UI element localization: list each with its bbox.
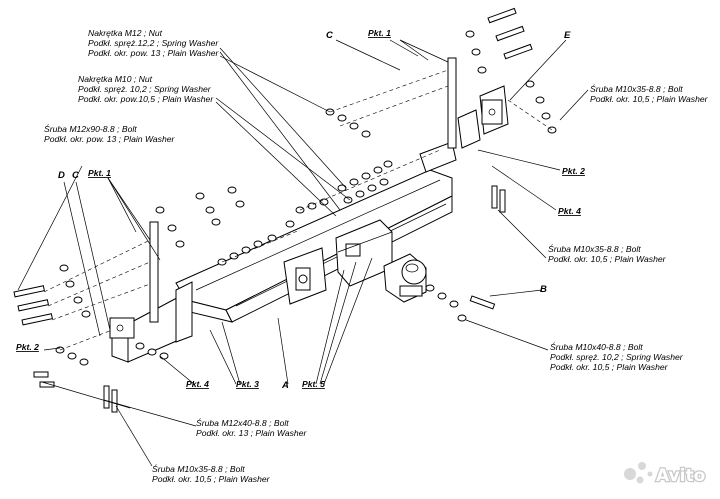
callout-bolt-m10x35-right-line-2: Podkł. okr. 10,5 ; Plain Washer [548, 254, 667, 264]
callout-bolt-m12x40-line-2: Podkł. okr. 13 ; Plain Washer [196, 428, 307, 438]
socket-plate [283, 247, 327, 305]
fasteners-lower-right [217, 220, 496, 322]
callout-nut-m12-line-2: Podkł. spręż.12,2 ; Spring Washer [88, 38, 219, 48]
callout-nut-m12: Nakrętka M12 ; Nut Podkł. spręż.12,2 ; S… [88, 28, 220, 58]
letter-e: E [564, 30, 571, 41]
callout-nut-m10: Nakrętka M10 ; Nut Podkł. spręż. 10,2 ; … [78, 74, 214, 104]
callout-nut-m10-line-2: Podkł. spręż. 10,2 ; Spring Washer [78, 84, 212, 94]
callout-bolt-m12x90-line-2: Podkł. okr. pow. 13 ; Plain Washer [44, 134, 176, 144]
pkt-4-right-label: Pkt. 4 [558, 206, 581, 216]
callout-nut-m12-line-3: Podkł. okr. pow. 13 ; Plain Washer [88, 48, 220, 58]
callout-bolt-m10x40-line-2: Podkł. spręż. 10,2 ; Spring Washer [550, 352, 684, 362]
callout-bolt-m10x35-bottom: Śruba M10x35-8.8 ; Bolt Podkł. okr. 10,5… [152, 463, 271, 484]
point-labels: Pkt. 1 Pkt. 1 Pkt. 2 Pkt. 2 Pkt. 3 Pkt. … [16, 28, 585, 389]
pkt-3-label: Pkt. 3 [236, 379, 259, 389]
callout-nut-m12-line-1: Nakrętka M12 ; Nut [88, 28, 163, 38]
callout-bolt-m10x40-line-3: Podkł. okr. 10,5 ; Plain Washer [550, 362, 669, 372]
right-side-arm [419, 57, 509, 173]
fasteners-upper-row [295, 149, 441, 214]
leader-lines [17, 39, 589, 467]
callout-bolt-m12x90-line-1: Śruba M12x90-8.8 ; Bolt [44, 123, 137, 134]
avito-watermark-text: Avito [656, 466, 705, 486]
avito-watermark: Avito [624, 462, 707, 487]
callout-bolt-m10x35-right-line-1: Śruba M10x35-8.8 ; Bolt [548, 243, 641, 254]
fasteners-left-column [13, 186, 245, 326]
center-block [335, 219, 393, 287]
pkt-1-left-label: Pkt. 1 [88, 168, 111, 178]
tow-ball [383, 253, 427, 303]
letter-d: D [58, 170, 65, 181]
callout-bolt-m12x90: Śruba M12x90-8.8 ; Bolt Podkł. okr. pow.… [44, 123, 176, 144]
callout-bolt-m12x40-line-1: Śruba M12x40-8.8 ; Bolt [196, 417, 289, 428]
callout-nut-m10-line-3: Podkł. okr. pow.10,5 ; Plain Washer [78, 94, 214, 104]
callout-nut-m10-line-1: Nakrętka M10 ; Nut [78, 74, 153, 84]
pkt-4-bottom-label: Pkt. 4 [186, 379, 209, 389]
fasteners-right-side [491, 80, 557, 213]
callout-bolt-m10x35-top-line-1: Śruba M10x35-8.8 ; Bolt [590, 83, 683, 94]
letter-c-left: C [72, 170, 79, 181]
letter-c-top: C [326, 30, 333, 41]
callout-bolt-m10x40: Śruba M10x40-8.8 ; Bolt Podkł. spręż. 10… [550, 341, 684, 372]
letter-a: A [281, 380, 289, 391]
callout-bolt-m10x35-right: Śruba M10x35-8.8 ; Bolt Podkł. okr. 10,5… [548, 243, 667, 264]
pkt-2-left-label: Pkt. 2 [16, 342, 39, 352]
pkt-1-top-label: Pkt. 1 [368, 28, 391, 38]
callout-bolt-m10x35-top-line-2: Podkł. okr. 10,5 ; Plain Washer [590, 94, 709, 104]
fasteners-top-bolts [325, 7, 533, 138]
callout-bolt-m10x35-top: Śruba M10x35-8.8 ; Bolt Podkł. okr. 10,5… [590, 83, 709, 104]
callout-bolt-m10x40-line-1: Śruba M10x40-8.8 ; Bolt [550, 341, 643, 352]
callout-bolt-m12x40: Śruba M12x40-8.8 ; Bolt Podkł. okr. 13 ;… [196, 417, 307, 438]
callout-bolt-m10x35-bottom-line-1: Śruba M10x35-8.8 ; Bolt [152, 463, 245, 474]
letter-b: B [540, 284, 547, 295]
pkt-5-label: Pkt. 5 [302, 379, 325, 389]
pkt-2-right-label: Pkt. 2 [562, 166, 585, 176]
letter-marks: A B C C D E [58, 30, 571, 391]
callout-bolt-m10x35-bottom-line-2: Podkł. okr. 10,5 ; Plain Washer [152, 474, 271, 484]
